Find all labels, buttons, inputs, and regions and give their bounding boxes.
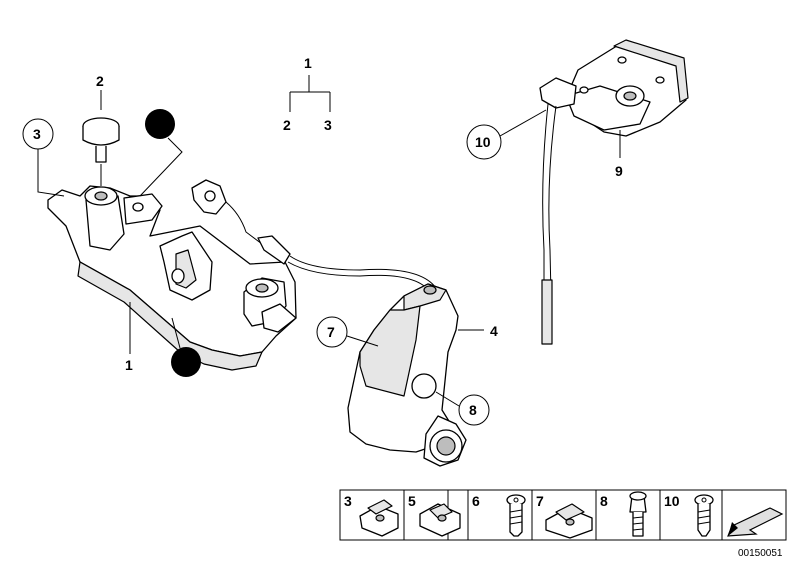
clip-nut-icon [545, 503, 593, 539]
callout-1-bottom: 1 [125, 357, 133, 373]
callout-1-top: 1 [304, 55, 312, 71]
callout-3-circle: 3 [33, 126, 41, 142]
legend-num-10: 10 [664, 493, 680, 509]
bowden-cable [225, 201, 437, 293]
lock-housing [347, 283, 467, 467]
marker-dot-top [145, 109, 175, 139]
callout-4: 4 [490, 323, 498, 339]
legend-num-3: 3 [344, 493, 352, 509]
legend-num-7: 7 [536, 493, 544, 509]
bracket-assembly [47, 179, 297, 371]
callout-10: 10 [475, 134, 491, 150]
callout-3-tree: 3 [324, 117, 332, 133]
legend-num-8: 8 [600, 493, 608, 509]
hardware-legend: 3 5 6 7 8 [339, 489, 787, 541]
reference-code: 00150051 [738, 548, 783, 559]
clip-nut-icon [419, 503, 461, 537]
marker-dot-bottom [171, 347, 201, 377]
callout-2-tree: 2 [283, 117, 291, 133]
legend-num-6: 6 [472, 493, 480, 509]
legend-num-5: 5 [408, 493, 416, 509]
cap-part: 2 [82, 73, 120, 186]
callout-8: 8 [469, 402, 477, 418]
callout-3: 3 [22, 118, 65, 197]
clip-nut-icon [359, 499, 399, 537]
callout-tree: 1 2 3 [283, 55, 332, 133]
direction-arrow-icon [727, 507, 784, 537]
torx-screw-icon [506, 494, 526, 537]
lock-catch [539, 39, 689, 345]
callout-2-cap: 2 [96, 73, 104, 89]
hex-socket-bolt-icon [629, 491, 647, 537]
callout-7: 7 [327, 324, 335, 340]
callout-9: 9 [615, 163, 623, 179]
torx-screw-icon [694, 494, 714, 537]
